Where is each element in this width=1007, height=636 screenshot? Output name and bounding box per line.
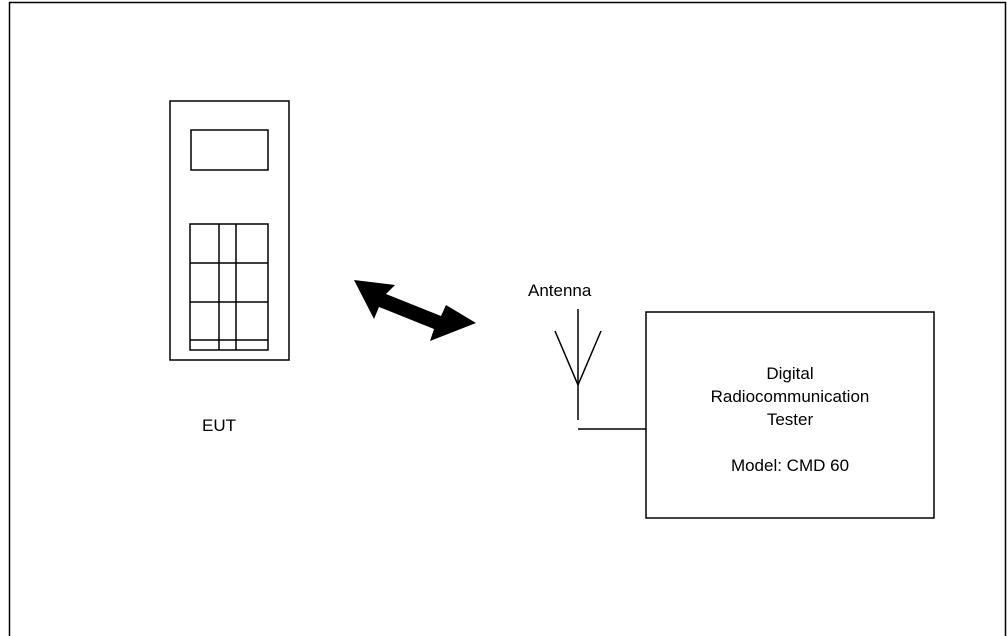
tester-box [645, 311, 935, 519]
eut-label: EUT [202, 416, 236, 435]
tester-name-line-2: Radiocommunication [710, 387, 870, 406]
antenna-icon [554, 309, 602, 420]
diagram-border [8, 1, 1007, 636]
tester-name-line-3: Tester [766, 410, 814, 429]
eut-body [169, 100, 290, 361]
bidirectional-arrow-icon [354, 280, 476, 341]
antenna-label: Antenna [528, 281, 592, 300]
tester-model: Model: CMD 60 [730, 456, 850, 475]
spacer [646, 431, 934, 454]
eut-keypad [189, 223, 269, 351]
tester-name-line-1: Digital [766, 364, 814, 383]
tester-description: Digital Radiocommunication Tester Model:… [646, 362, 934, 477]
eut-display [190, 129, 269, 171]
eut-device [169, 100, 290, 361]
